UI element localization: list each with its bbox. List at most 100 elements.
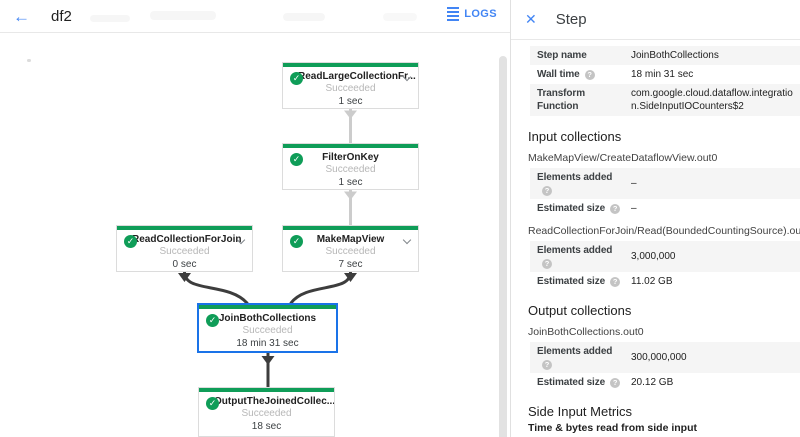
edge-arrow-icon <box>344 191 357 200</box>
transform-function-row: Transform Function com.google.cloud.data… <box>530 84 800 116</box>
row-value: 3,000,000 <box>631 251 676 262</box>
estimated-size-row: Estimated size 20.12 GB <box>530 373 800 391</box>
success-check-icon <box>290 235 303 248</box>
row-value: – <box>631 202 637 214</box>
node-time: 0 sec <box>172 259 197 270</box>
side-input-metrics-subheading: Time & bytes read from side input <box>528 422 698 434</box>
node-time: 1 sec <box>338 96 363 107</box>
wall-time-row: Wall time 18 min 31 sec <box>530 65 800 84</box>
node-time: 7 sec <box>338 259 363 270</box>
row-value: JoinBothCollections <box>631 50 719 61</box>
graph-node-readcollectionforjoin[interactable]: ReadCollectionForJoin Succeeded 0 sec <box>116 225 253 272</box>
collection-name: MakeMapView/CreateDataflowView.out0 <box>528 152 718 164</box>
edge-arrow-icon <box>344 110 357 119</box>
redacted-text-blur <box>283 13 325 21</box>
side-input-metrics-heading: Side Input Metrics <box>528 404 633 419</box>
node-title: OutputTheJoinedCollec... <box>214 396 334 407</box>
success-check-icon <box>206 397 219 410</box>
edge-arrow-icon <box>261 356 275 365</box>
node-title: JoinBothCollections <box>218 313 317 324</box>
graph-node-outputthejoined[interactable]: OutputTheJoinedCollec... Succeeded 18 se… <box>198 387 335 437</box>
row-value: 300,000,000 <box>631 352 687 363</box>
row-label: Elements added <box>537 244 627 270</box>
graph-node-filteronkey[interactable]: FilterOnKey Succeeded 1 sec <box>282 143 419 190</box>
collection-name: ReadCollectionForJoin/Read(BoundedCounti… <box>528 225 800 237</box>
help-icon[interactable] <box>610 276 621 287</box>
logs-list-icon <box>447 7 460 21</box>
help-icon[interactable] <box>610 377 621 388</box>
node-time: 1 sec <box>338 177 363 188</box>
node-status: Succeeded <box>242 325 293 336</box>
row-label: Elements added <box>537 171 627 197</box>
row-label: Wall time <box>537 68 627 81</box>
row-value: com.google.cloud.dataflow.integration.Si… <box>631 88 793 112</box>
help-icon[interactable] <box>584 70 595 80</box>
row-value: 18 min 31 sec <box>631 69 694 80</box>
logs-button-label: LOGS <box>464 8 497 20</box>
job-title: df2 <box>51 7 72 25</box>
row-value: – <box>631 178 637 189</box>
node-status-bar <box>283 226 418 230</box>
node-status: Succeeded <box>241 408 292 419</box>
edge-makemapview-to-join <box>289 270 352 305</box>
help-icon[interactable] <box>542 185 552 196</box>
row-value: 11.02 GB <box>631 275 673 287</box>
redacted-text-blur <box>383 13 417 21</box>
success-check-icon <box>124 235 137 248</box>
close-panel-button[interactable] <box>525 11 537 28</box>
row-label: Transform Function <box>537 88 586 112</box>
redacted-text-blur <box>150 11 216 20</box>
panel-body: Step name JoinBothCollections Wall time … <box>511 41 800 437</box>
logs-button[interactable]: LOGS <box>447 7 497 21</box>
node-status: Succeeded <box>159 246 210 257</box>
output-collections-heading: Output collections <box>528 303 632 318</box>
node-status-bar <box>199 388 334 392</box>
node-status: Succeeded <box>325 246 376 257</box>
elements-added-row: Elements added 300,000,000 <box>530 342 800 373</box>
row-label: Elements added <box>537 345 627 371</box>
toolbar: df2 LOGS <box>0 0 510 33</box>
edge-readcollection-to-join <box>183 270 249 305</box>
help-icon[interactable] <box>542 359 552 370</box>
estimated-size-row: Estimated size 11.02 GB <box>530 272 800 290</box>
collection-name: JoinBothCollections.out0 <box>528 326 644 338</box>
graph-node-joinbothcollections-selected[interactable]: JoinBothCollections Succeeded 18 min 31 … <box>197 303 338 353</box>
row-label: Estimated size <box>537 275 627 288</box>
estimated-size-row: Estimated size – <box>530 199 800 217</box>
edge-arrow-icon <box>344 273 357 282</box>
input-collections-heading: Input collections <box>528 129 622 144</box>
step-name-row: Step name JoinBothCollections <box>530 46 800 65</box>
canvas-artifact-dot <box>27 59 31 62</box>
node-status-bar <box>199 305 336 309</box>
graph-scrollbar[interactable] <box>499 56 507 437</box>
elements-added-row: Elements added – <box>530 168 800 199</box>
step-details-panel: Step Step name JoinBothCollections Wall … <box>510 0 800 437</box>
step-summary-table: Step name JoinBothCollections Wall time … <box>511 46 800 116</box>
back-button[interactable] <box>13 7 30 26</box>
node-status: Succeeded <box>325 83 376 94</box>
success-check-icon <box>206 314 219 327</box>
help-icon[interactable] <box>542 258 552 269</box>
success-check-icon <box>290 72 303 85</box>
row-label: Step name <box>537 50 587 61</box>
row-label: Estimated size <box>537 202 627 215</box>
graph-node-makemapview[interactable]: MakeMapView Succeeded 7 sec <box>282 225 419 272</box>
row-value: 20.12 GB <box>631 376 674 388</box>
close-icon <box>525 11 537 27</box>
graph-node-readlargecollection[interactable]: ReadLargeCollectionFr... Succeeded 1 sec <box>282 62 419 109</box>
help-icon[interactable] <box>610 203 621 214</box>
pipeline-edges <box>178 109 357 388</box>
node-title: ReadLargeCollectionFr... <box>298 71 416 82</box>
node-status-bar <box>117 226 252 230</box>
node-time: 18 min 31 sec <box>236 338 299 349</box>
node-status-bar <box>283 63 418 67</box>
edge-arrow-icon <box>178 273 191 282</box>
panel-title: Step <box>555 11 587 28</box>
elements-added-row: Elements added 3,000,000 <box>530 241 800 272</box>
node-status: Succeeded <box>325 164 376 175</box>
node-status-bar <box>283 144 418 148</box>
redacted-text-blur <box>90 15 130 22</box>
node-time: 18 sec <box>251 421 282 432</box>
success-check-icon <box>290 153 303 166</box>
